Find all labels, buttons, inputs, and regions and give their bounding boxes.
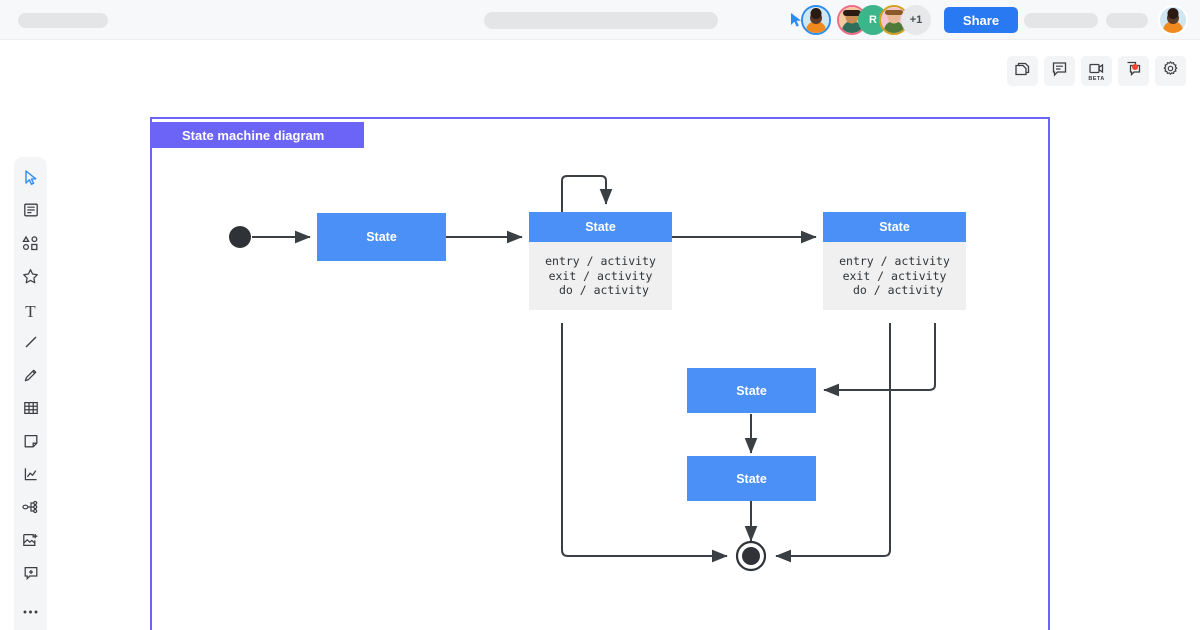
action-placeholder-1[interactable] (1024, 13, 1098, 28)
state-node-4[interactable]: State (687, 368, 816, 413)
toolbar-placeholder[interactable] (484, 12, 718, 29)
avatar-user-1[interactable] (801, 5, 831, 35)
tool-select[interactable] (14, 163, 47, 196)
state-node-2-activities: entry / activity exit / activity do / ac… (529, 242, 672, 310)
pages-icon-button[interactable] (1007, 56, 1038, 86)
settings-gear-icon-button[interactable] (1155, 56, 1186, 86)
tool-text[interactable]: T (14, 295, 47, 328)
tool-table[interactable] (14, 394, 47, 427)
tool-chart[interactable] (14, 460, 47, 493)
diagram-frame[interactable] (150, 117, 1050, 630)
pen-icon (23, 367, 39, 388)
mindmap-icon (21, 499, 40, 520)
state-node-1[interactable]: State (317, 213, 446, 261)
template-icon (23, 202, 39, 223)
action-placeholder-2[interactable] (1106, 13, 1148, 28)
state-node-5[interactable]: State (687, 456, 816, 501)
video-call-icon-button[interactable] (1081, 56, 1112, 86)
comment-icon (1051, 60, 1068, 82)
image-add-icon (22, 532, 39, 553)
chat-notification-icon-button[interactable] (1118, 56, 1149, 86)
collab-cursor-icon (789, 12, 803, 28)
tool-templates[interactable] (14, 196, 47, 229)
table-icon (23, 400, 39, 421)
state-node-3-title: State (823, 212, 966, 242)
share-button[interactable]: Share (944, 7, 1018, 33)
cursor-select-icon (23, 169, 39, 191)
comment-icon-button[interactable] (1044, 56, 1075, 86)
state-node-2-title: State (529, 212, 672, 242)
chart-icon (23, 466, 39, 487)
avatar-overflow-count[interactable]: +1 (901, 5, 931, 35)
state-node-3[interactable]: State entry / activity exit / activity d… (823, 212, 966, 310)
star-icon (22, 268, 39, 290)
tool-sticky-note[interactable] (14, 427, 47, 460)
video-call-icon (1088, 61, 1105, 81)
tool-more[interactable] (14, 594, 47, 627)
left-toolbar: T (14, 157, 47, 630)
tool-image[interactable] (14, 526, 47, 559)
top-bar: R +1 Share (0, 0, 1200, 40)
frame-title[interactable]: State machine diagram (150, 122, 364, 148)
tool-pen[interactable] (14, 361, 47, 394)
chat-notification-icon (1125, 60, 1143, 82)
shapes-icon (22, 235, 39, 256)
state-node-3-activities: entry / activity exit / activity do / ac… (823, 242, 966, 310)
avatar-self[interactable] (1158, 5, 1188, 35)
document-title-placeholder[interactable] (18, 13, 108, 28)
tool-shapes[interactable] (14, 229, 47, 262)
tool-line[interactable] (14, 328, 47, 361)
sticky-note-icon (23, 433, 39, 454)
pages-icon (1014, 60, 1031, 82)
line-icon (23, 334, 39, 355)
tool-mindmap[interactable] (14, 493, 47, 526)
beta-badge: BETA (1088, 76, 1105, 82)
notification-dot (1131, 64, 1138, 70)
frame-add-icon (23, 565, 39, 586)
tool-star[interactable] (14, 262, 47, 295)
tool-frame[interactable] (14, 559, 47, 592)
more-options-icon (22, 602, 39, 620)
settings-gear-icon (1162, 60, 1179, 82)
state-node-2[interactable]: State entry / activity exit / activity d… (529, 212, 672, 310)
text-icon: T (25, 301, 36, 321)
